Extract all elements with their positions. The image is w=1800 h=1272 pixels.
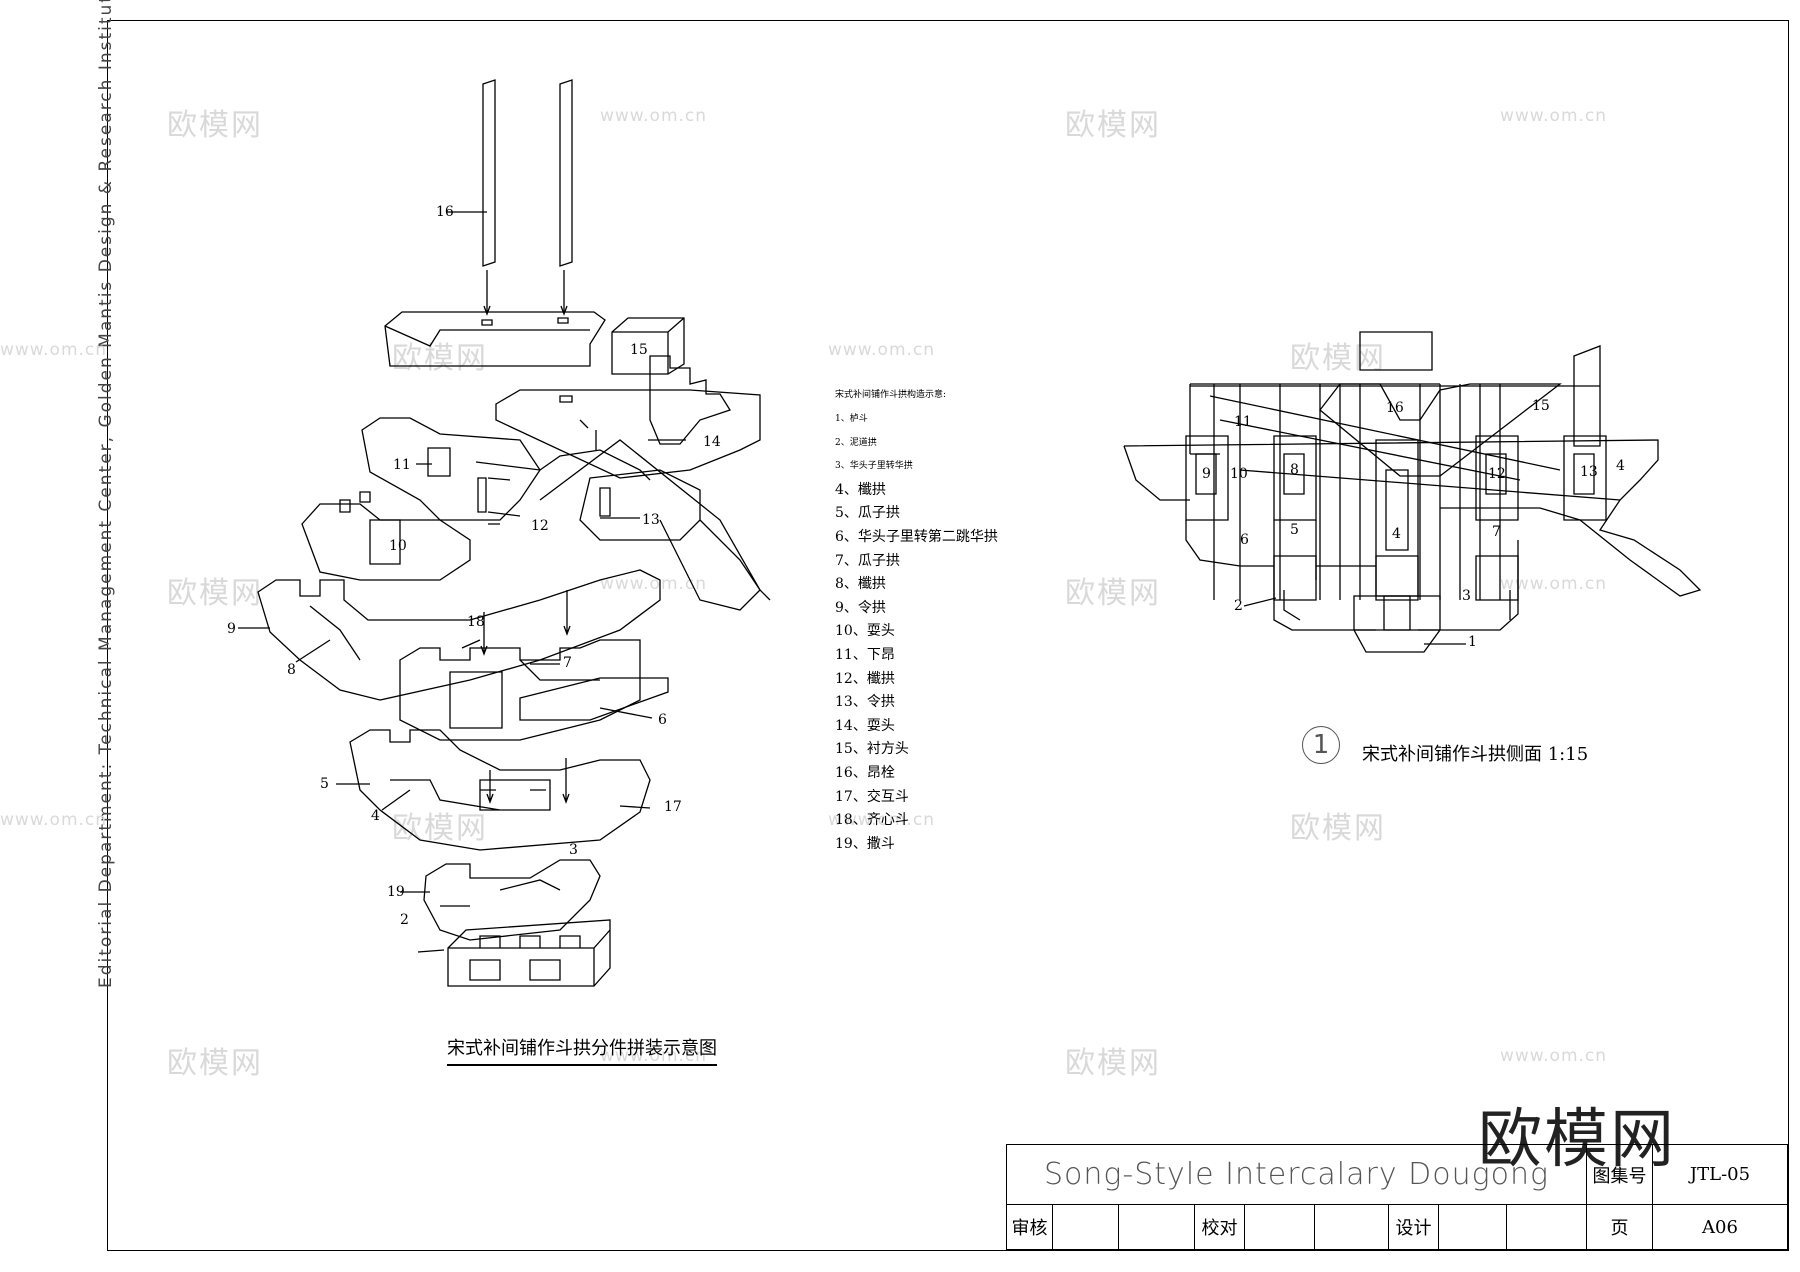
label-15: 15 bbox=[630, 342, 648, 358]
section-label-12: 12 bbox=[1488, 466, 1506, 482]
legend-item: 2、泥道拱 bbox=[835, 437, 877, 448]
exploded-view-caption: 宋式补间铺作斗拱分件拼装示意图 bbox=[447, 1034, 717, 1066]
brand-watermark: 欧模网 bbox=[1478, 1103, 1676, 1177]
section-label-1: 1 bbox=[1468, 634, 1477, 650]
legend-item: 10、耍头 bbox=[835, 623, 895, 640]
check-label: 校对 bbox=[1195, 1205, 1245, 1250]
watermark-url: www.om.cn bbox=[828, 340, 936, 360]
legend-item: 4、櫼拱 bbox=[835, 481, 886, 498]
component-legend: 宋式补间铺作斗拱构造示意: 1、栌斗 2、泥道拱 3、华头子里转华拱 4、櫼拱 … bbox=[835, 388, 998, 856]
legend-item: 15、衬方头 bbox=[835, 741, 909, 758]
legend-item: 7、瓜子拱 bbox=[835, 552, 900, 569]
section-label-10: 10 bbox=[1230, 466, 1248, 482]
legend-item: 18、齐心斗 bbox=[835, 812, 909, 829]
section-label-6: 6 bbox=[1240, 532, 1249, 548]
watermark-url: www.om.cn bbox=[1500, 1046, 1608, 1066]
legend-item: 3、华头子里转华拱 bbox=[835, 461, 913, 472]
section-label-8: 8 bbox=[1290, 462, 1299, 478]
section-label-3: 3 bbox=[1462, 588, 1471, 604]
title-block: Song-Style Intercalary Dougong 图集号 JTL-0… bbox=[1006, 1144, 1789, 1251]
label-11: 11 bbox=[393, 457, 411, 473]
label-10: 10 bbox=[389, 538, 407, 554]
label-3: 3 bbox=[569, 842, 578, 858]
watermark-url: www.om.cn bbox=[600, 574, 708, 594]
exploded-view bbox=[238, 79, 771, 987]
side-section-caption: 宋式补间铺作斗拱侧面 1:15 bbox=[1362, 744, 1589, 765]
watermark-cn: 欧模网 bbox=[167, 1046, 263, 1081]
section-label-9: 9 bbox=[1202, 466, 1211, 482]
legend-item: 12、櫼拱 bbox=[835, 670, 895, 687]
label-13: 13 bbox=[642, 512, 660, 528]
legend-item: 16、昂栓 bbox=[835, 764, 895, 781]
page-label: 页 bbox=[1587, 1205, 1653, 1250]
label-8: 8 bbox=[287, 662, 296, 678]
legend-item: 13、令拱 bbox=[835, 694, 895, 711]
legend-item: 5、瓜子拱 bbox=[835, 505, 900, 522]
section-label-15: 15 bbox=[1532, 398, 1550, 414]
label-18: 18 bbox=[467, 614, 485, 630]
watermark-url: www.om.cn bbox=[0, 340, 108, 360]
section-label-7: 7 bbox=[1492, 524, 1501, 540]
label-6: 6 bbox=[658, 712, 667, 728]
watermark-url: www.om.cn bbox=[0, 810, 108, 830]
drawing-title: Song-Style Intercalary Dougong bbox=[1007, 1145, 1587, 1205]
review-signature-cell bbox=[1119, 1205, 1195, 1250]
watermark-cn: 欧模网 bbox=[167, 576, 263, 611]
section-label-11: 11 bbox=[1234, 414, 1252, 430]
label-7: 7 bbox=[563, 655, 572, 671]
drawing-frame bbox=[107, 20, 1789, 1251]
label-17: 17 bbox=[664, 799, 682, 815]
atlas-label: 图集号 bbox=[1587, 1145, 1653, 1205]
watermark-url: www.om.cn bbox=[600, 106, 708, 126]
atlas-number: JTL-05 bbox=[1653, 1145, 1788, 1205]
design-signature-cell bbox=[1507, 1205, 1587, 1250]
watermark-url: www.om.cn bbox=[1500, 574, 1608, 594]
legend-item: 1、栌斗 bbox=[835, 414, 868, 424]
legend-item: 19、撒斗 bbox=[835, 835, 895, 852]
watermark-url: www.om.cn bbox=[1500, 106, 1608, 126]
watermark-cn: 欧模网 bbox=[1065, 576, 1161, 611]
review-name-cell bbox=[1053, 1205, 1119, 1250]
legend-item: 17、交互斗 bbox=[835, 788, 909, 805]
legend-item: 6、华头子里转第二跳华拱 bbox=[835, 528, 998, 545]
watermark-cn: 欧模网 bbox=[167, 108, 263, 143]
watermark-url: www.om.cn bbox=[600, 1046, 708, 1066]
watermark-url: www.om.cn bbox=[828, 810, 936, 830]
section-label-4-outer: 4 bbox=[1616, 458, 1625, 474]
check-name-cell bbox=[1245, 1205, 1315, 1250]
page-number: A06 bbox=[1653, 1205, 1788, 1250]
watermark-cn: 欧模网 bbox=[1065, 1046, 1161, 1081]
check-signature-cell bbox=[1315, 1205, 1389, 1250]
label-12: 12 bbox=[531, 518, 549, 534]
section-label-13: 13 bbox=[1580, 464, 1598, 480]
label-19: 19 bbox=[387, 884, 405, 900]
review-label: 审核 bbox=[1007, 1205, 1053, 1250]
label-9: 9 bbox=[227, 621, 236, 637]
label-5: 5 bbox=[320, 776, 329, 792]
watermark-cn: 欧模网 bbox=[1065, 108, 1161, 143]
design-label: 设计 bbox=[1389, 1205, 1439, 1250]
label-2: 2 bbox=[400, 912, 409, 928]
label-4: 4 bbox=[371, 808, 380, 824]
section-label-2: 2 bbox=[1234, 598, 1243, 614]
section-label-5: 5 bbox=[1290, 522, 1299, 538]
label-16: 16 bbox=[436, 204, 454, 220]
legend-item: 8、櫼拱 bbox=[835, 576, 886, 593]
section-label-4: 4 bbox=[1392, 526, 1401, 542]
watermark-cn: 欧模网 bbox=[392, 341, 488, 376]
section-label-16: 16 bbox=[1386, 400, 1404, 416]
side-section bbox=[1123, 331, 1702, 653]
legend-title: 宋式补间铺作斗拱构造示意: bbox=[835, 390, 947, 400]
label-14: 14 bbox=[703, 434, 721, 450]
watermark-cn: 欧模网 bbox=[392, 811, 488, 846]
legend-item: 9、令拱 bbox=[835, 599, 886, 616]
detail-callout-circle: 1 bbox=[1302, 726, 1340, 764]
legend-item: 14、耍头 bbox=[835, 717, 895, 734]
legend-item: 11、下昂 bbox=[835, 646, 895, 663]
watermark-cn: 欧模网 bbox=[1290, 811, 1386, 846]
design-name-cell bbox=[1439, 1205, 1507, 1250]
